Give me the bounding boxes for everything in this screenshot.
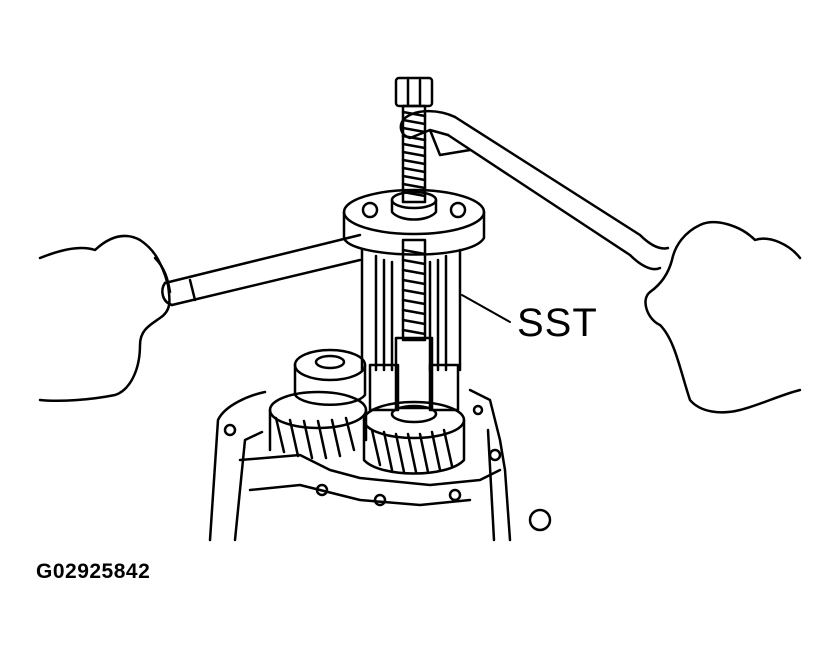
- holding-bar: [161, 233, 362, 307]
- sst-leader-line: [461, 294, 511, 323]
- puller-plate: [342, 188, 486, 256]
- sst-callout-label: SST: [517, 301, 598, 345]
- countershaft-gears: [268, 348, 368, 460]
- transmission-case: [208, 388, 552, 542]
- gear: [362, 400, 466, 475]
- left-hand-icon: [38, 234, 172, 403]
- wrench: [399, 109, 670, 271]
- puller-legs: [360, 248, 462, 412]
- right-hand-icon: [644, 221, 802, 414]
- threaded-screw: [394, 76, 434, 342]
- figure-id: G02925842: [36, 560, 151, 583]
